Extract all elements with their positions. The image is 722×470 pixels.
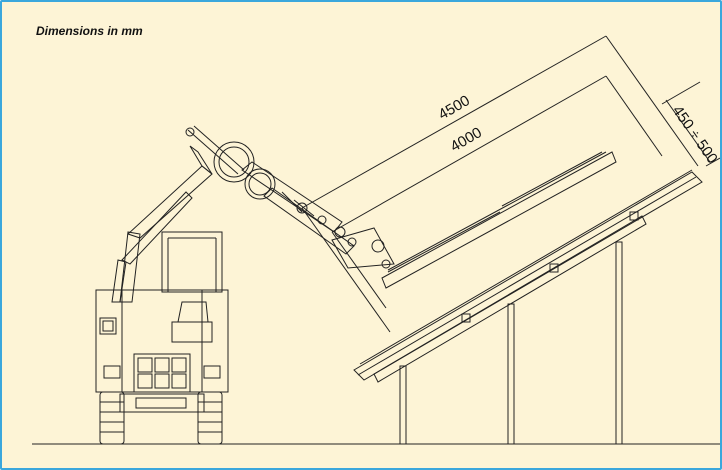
panel-support-structure: [353, 169, 703, 445]
diagram-caption: Dimensions in mm: [36, 24, 143, 38]
control-box: [99, 317, 117, 335]
dimension-4500: 4500: [436, 92, 473, 123]
dimension-lines: [301, 35, 720, 333]
hydraulic-cylinder-1: [213, 141, 255, 183]
roll-cage: [161, 231, 223, 293]
crane-arm: [111, 125, 617, 303]
hydraulic-cylinder-2: [244, 168, 276, 200]
post-middle: [507, 303, 515, 445]
carrier-machine: [95, 231, 229, 445]
post-right: [615, 241, 623, 445]
front-grille: [133, 353, 191, 393]
post-left: [399, 365, 407, 445]
dimension-4000: 4000: [448, 124, 485, 155]
track-right: [197, 391, 223, 445]
machine-body: [95, 289, 229, 393]
cleaning-brush: [381, 151, 617, 289]
solar-panel: [353, 171, 703, 381]
